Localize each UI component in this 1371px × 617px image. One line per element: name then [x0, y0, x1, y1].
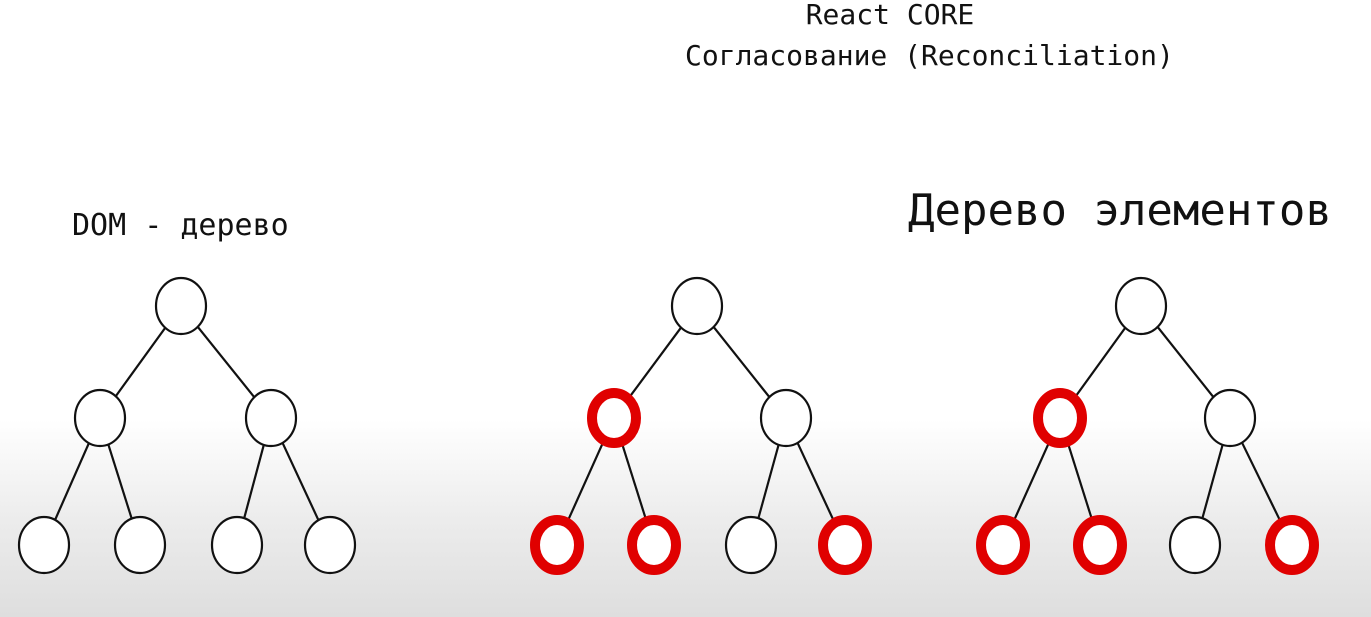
element-tree-2-left-child-node [1033, 388, 1087, 448]
header-title: React CORE [805, 0, 975, 31]
element-tree-2-edge [1201, 444, 1224, 519]
element-tree-1-edge [796, 442, 835, 521]
dom-tree-edge [54, 442, 90, 521]
dom-tree-edge [107, 444, 133, 519]
dom-tree-leaf-2-node [113, 515, 167, 575]
header-subtitle: Согласование (Reconciliation) [685, 39, 1174, 72]
dom-tree-root-node [154, 276, 208, 336]
element-tree-1-left-child-node [587, 388, 641, 448]
element-tree-2-edge [1074, 327, 1127, 397]
dom-tree-leaf-3-node [210, 515, 264, 575]
element-tree-2-leaf-2-node [1073, 515, 1127, 575]
dom-tree-leaf-4-node [303, 515, 357, 575]
element-tree-2-edge [1241, 442, 1281, 521]
element-tree-2-edge [1156, 326, 1215, 398]
element-tree-1-edge [629, 326, 682, 398]
element-tree-2-edge [1067, 444, 1093, 519]
element-tree-2-leaf-3-node [1168, 515, 1222, 575]
dom-tree-label: DOM - дерево [72, 208, 289, 243]
dom-tree-leaf-1-node [17, 515, 71, 575]
element-tree-label: Дерево элементов [908, 185, 1332, 236]
element-tree-2-edge [1013, 442, 1050, 521]
element-tree-2-leaf-4-node [1265, 515, 1319, 575]
element-tree-1-leaf-2-node [627, 515, 681, 575]
element-tree-1-edge [757, 444, 780, 519]
element-tree-1-edge [621, 444, 647, 519]
dom-tree-edge [281, 442, 320, 521]
element-tree-2-right-child-node [1203, 388, 1257, 448]
element-tree-2-root-node [1114, 276, 1168, 336]
element-tree-1-root-node [670, 276, 724, 336]
dom-tree-edge [243, 444, 265, 519]
dom-tree-edge [114, 327, 167, 397]
element-tree-2-leaf-1-node [976, 515, 1030, 575]
element-tree-1-edge [712, 326, 771, 398]
dom-tree-edge [196, 326, 256, 398]
dom-tree-left-child-node [73, 388, 127, 448]
element-tree-1-right-child-node [759, 388, 813, 448]
element-tree-1-leaf-1-node [530, 515, 584, 575]
element-tree-1-leaf-4-node [818, 515, 872, 575]
element-tree-1-leaf-3-node [724, 515, 778, 575]
element-tree-1-edge [567, 442, 604, 521]
dom-tree-right-child-node [244, 388, 298, 448]
